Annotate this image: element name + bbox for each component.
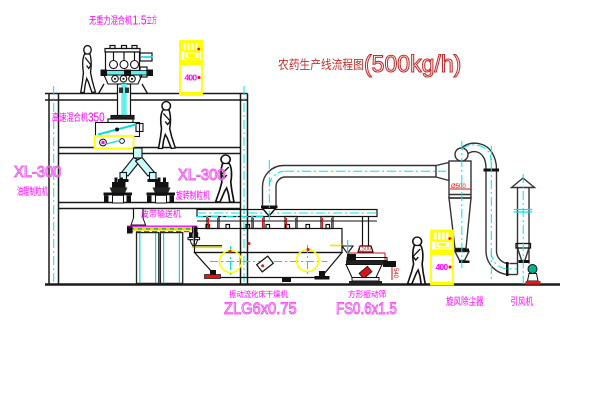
svg-text:Ø500: Ø500	[451, 184, 466, 190]
svg-text:FS0.6x1.5: FS0.6x1.5	[336, 300, 397, 319]
svg-text:方形振动筛: 方形振动筛	[348, 289, 387, 299]
svg-text:立方: 立方	[147, 14, 158, 26]
svg-text:540: 540	[392, 268, 398, 279]
svg-text:皮带输送机: 皮带输送机	[141, 209, 182, 219]
svg-text:ZLG6x0.75: ZLG6x0.75	[224, 300, 297, 318]
svg-text:350: 350	[88, 112, 105, 125]
svg-text:无重力混合机: 无重力混合机	[89, 14, 132, 27]
svg-text:1500: 1500	[358, 247, 372, 253]
svg-text:XL-300: XL-300	[14, 163, 61, 181]
svg-text:农药生产线流程图: 农药生产线流程图	[278, 57, 364, 72]
svg-text:旋风除尘器: 旋风除尘器	[446, 295, 484, 307]
svg-text:油辊制粒机: 油辊制粒机	[17, 185, 48, 197]
svg-text:XL-300: XL-300	[178, 166, 225, 184]
svg-text:振动流化床干燥机: 振动流化床干燥机	[229, 289, 288, 299]
svg-text:高速混合机: 高速混合机	[52, 111, 88, 124]
svg-text:旋转制粒机: 旋转制粒机	[176, 188, 210, 201]
svg-text:(500kg/h): (500kg/h)	[364, 51, 461, 78]
svg-text:1.5: 1.5	[133, 15, 147, 28]
svg-text:引风机: 引风机	[511, 295, 534, 307]
